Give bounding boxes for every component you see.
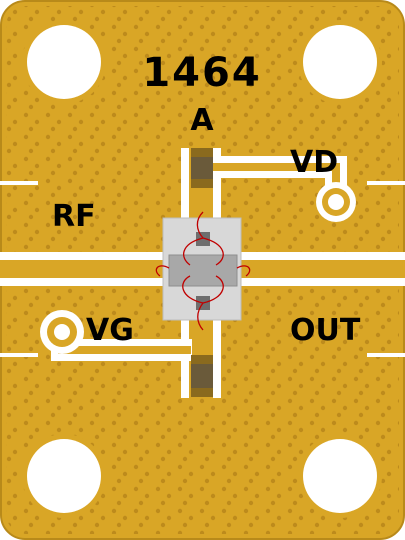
edge-slot-left-upper [0,181,38,185]
mmic-die [168,254,238,287]
drain-capacitor-end-bottom [191,179,213,188]
gate-capacitor-end-top [191,355,213,364]
mount-hole-bottom-right [303,439,377,513]
edge-slot-left-lower [0,353,38,357]
part-number: 1464 [142,50,261,96]
gate-capacitor-end-bottom [191,388,213,397]
gate-bias-pad-hole [54,324,70,340]
label-drain: VD [290,145,338,180]
drain-bond-pad [196,232,210,246]
bond-wires [155,211,251,331]
label-rf-out: OUT [290,313,361,348]
part-variant: A [190,103,214,138]
mount-hole-top-right [303,25,377,99]
drain-capacitor-end-top [191,148,213,157]
label-rf-in: RF [52,199,96,234]
gate-bypass-capacitor [191,355,213,397]
label-gate: VG [86,313,134,348]
drain-bypass-capacitor [191,148,213,188]
mount-hole-top-left [27,25,101,99]
edge-slot-right-lower [367,353,405,357]
mount-hole-bottom-left [27,439,101,513]
edge-slot-right-upper [367,181,405,185]
drain-bias-pad-hole [328,194,344,210]
